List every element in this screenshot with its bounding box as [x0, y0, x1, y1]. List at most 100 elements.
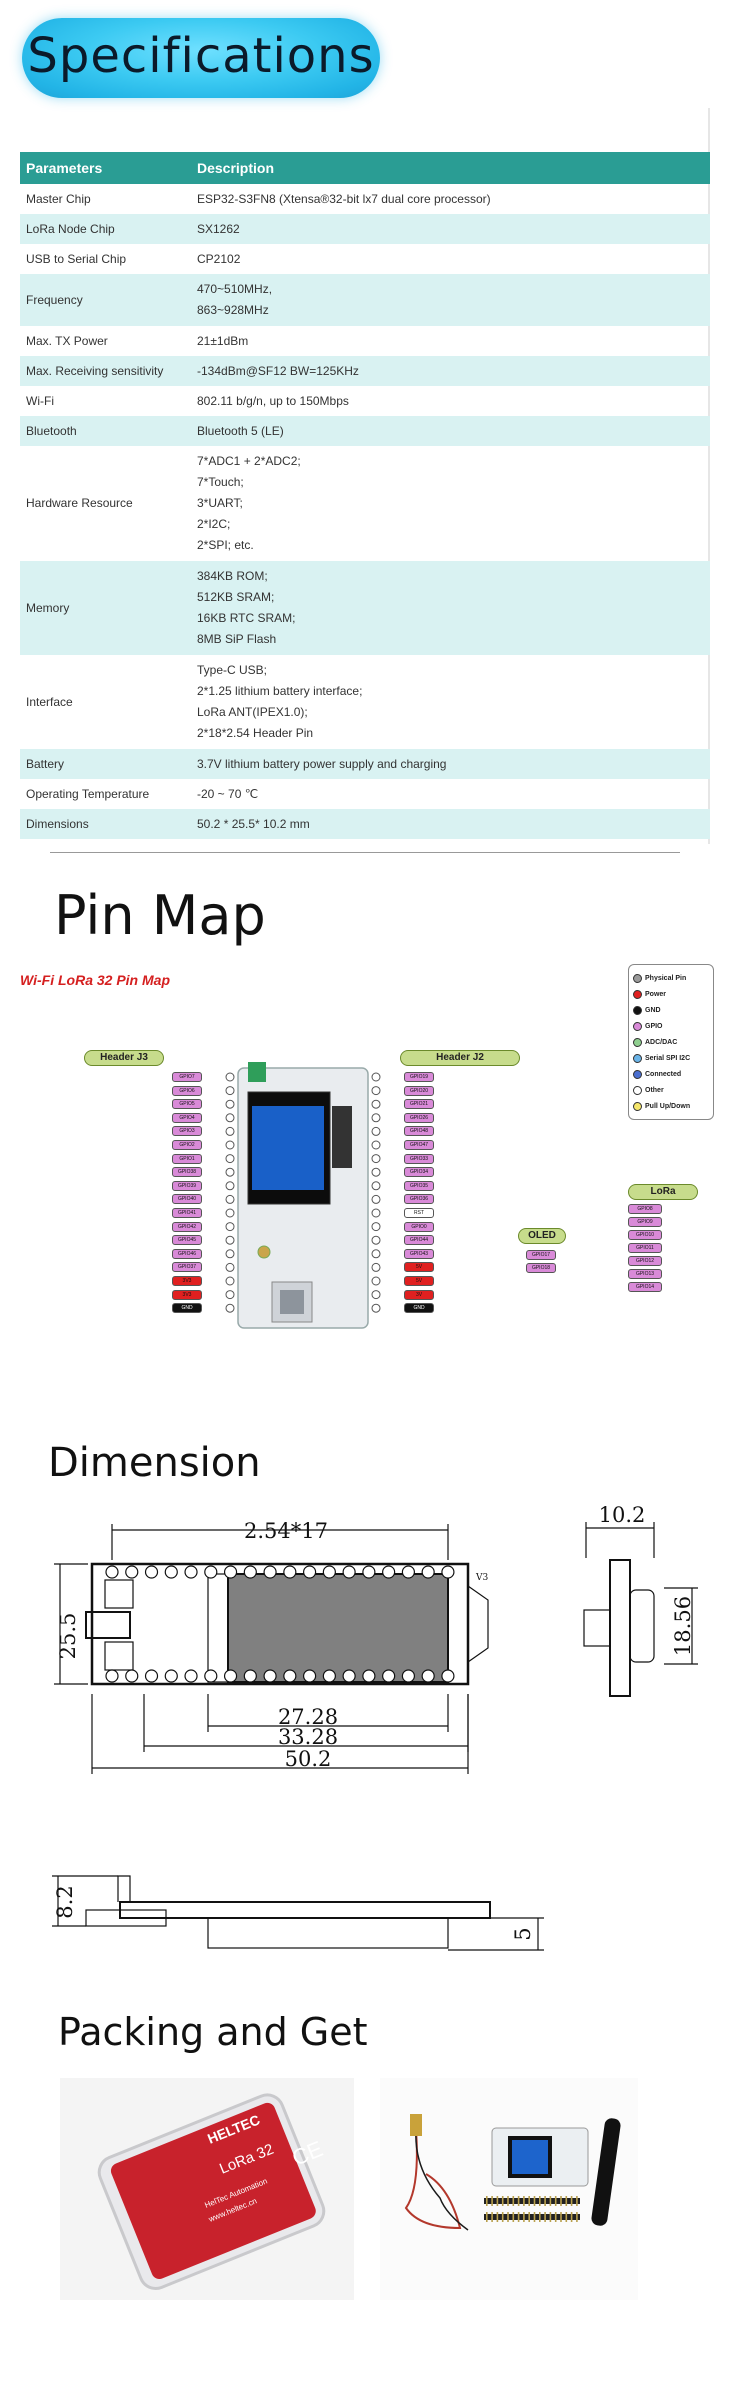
desc-line: 16KB RTC SRAM;: [197, 611, 296, 625]
j3-pin-tag: 3V3: [172, 1289, 202, 1300]
pin-hole: [225, 1154, 235, 1164]
header-j2-label: Header J2: [400, 1050, 520, 1066]
header-pin: [544, 2196, 546, 2206]
legend-label: Physical Pin: [645, 975, 687, 982]
pin-hole: [371, 1262, 381, 1272]
legend-item: Power: [633, 989, 666, 1001]
dimension-heading: Dimension: [48, 1440, 261, 1486]
pin-hole: [371, 1126, 381, 1136]
j2-pin-tag: 5V: [404, 1262, 434, 1273]
dim-pitch: 2.54*17: [244, 1519, 328, 1543]
header-pin: [517, 2196, 520, 2206]
param-cell: Master Chip: [26, 191, 91, 206]
table-row: Max. TX Power 21±1dBm: [20, 326, 710, 356]
desc-line: 384KB ROM;: [197, 569, 268, 583]
lora-pin-tag: GPIO11: [628, 1243, 662, 1253]
legend-label: GND: [645, 1007, 661, 1014]
dim-pin: [144, 1565, 159, 1579]
pin-hole: [371, 1235, 381, 1245]
dim-pin: [362, 1565, 376, 1579]
pin-hole: [225, 1249, 235, 1259]
dim-pin: [164, 1565, 178, 1579]
legend-swatch: [633, 1021, 642, 1031]
desc-line: 2*18*2.54 Header Pin: [197, 726, 314, 740]
pin-hole: [371, 1208, 381, 1218]
dim-depth: 10.2: [599, 1503, 646, 1527]
dim-pin: [144, 1669, 159, 1683]
legend-label: GPIO: [645, 1023, 663, 1030]
dim-pin: [204, 1565, 218, 1579]
j3-pin-tag: GPIO40: [172, 1194, 202, 1205]
pin-hole: [225, 1167, 235, 1177]
dim-pin: [184, 1565, 198, 1579]
j2-pin-tag: 3V: [404, 1289, 434, 1300]
dim-height: 25.5: [56, 1613, 80, 1660]
header-pin: [501, 2196, 504, 2206]
header-pin: [517, 2212, 520, 2222]
pin-hole: [225, 1086, 235, 1096]
pin-hole: [371, 1099, 381, 1109]
dim-pin: [105, 1565, 119, 1579]
header-pin: [501, 2212, 504, 2222]
desc-line: 21±1dBm: [197, 333, 249, 348]
header-pin: [512, 2196, 515, 2206]
desc-line: LoRa ANT(IPEX1.0);: [197, 705, 308, 719]
param-cell: Max. TX Power: [26, 333, 108, 348]
header-pin: [486, 2196, 488, 2206]
dim-pin: [401, 1565, 415, 1579]
specifications-banner: Specifications: [22, 18, 380, 98]
legend-swatch: [633, 1037, 642, 1047]
header-pin: [539, 2212, 541, 2222]
header-pin: [491, 2212, 493, 2222]
j3-pin-tag: GPIO37: [172, 1262, 202, 1273]
desc-cell: SX1262: [191, 214, 710, 244]
j2-pin-tag: GPIO21: [404, 1099, 434, 1110]
header-pin: [570, 2196, 573, 2206]
pin-hole: [225, 1235, 235, 1245]
legend-swatch: [633, 1085, 642, 1095]
lora-pin-tag: GPIO8: [628, 1204, 662, 1214]
desc-cell: CP2102: [191, 244, 710, 274]
j2-pin-tag: GPIO44: [404, 1235, 434, 1246]
specifications-title: Specifications: [27, 28, 375, 84]
j2-pin-tag: GPIO47: [404, 1140, 434, 1150]
pin-hole: [371, 1303, 381, 1313]
dim-pin: [303, 1669, 317, 1683]
lora-label: LoRa: [628, 1184, 698, 1200]
header-pin: [560, 2196, 562, 2206]
pin-hole: [371, 1140, 381, 1150]
pin-hole: [225, 1072, 235, 1082]
param-cell: Operating Temperature: [26, 786, 150, 801]
table-row: Max. Receiving sensitivity-134dBm@SF12 B…: [20, 356, 710, 386]
lora-pin-tag: GPIO12: [628, 1256, 662, 1266]
legend-item: ADC/DAC: [633, 1037, 677, 1049]
j3-pin-tag: GPIO42: [172, 1221, 202, 1232]
desc-line: 2*I2C;: [197, 517, 231, 531]
dim-inner-width: 27.28: [278, 1705, 338, 1729]
oled-pin-tag: GPIO17: [526, 1250, 556, 1260]
header-pin: [528, 2196, 530, 2206]
legend-label: Pull Up/Down: [645, 1103, 691, 1110]
header-parameters: Parameters: [20, 152, 191, 184]
desc-cell: -134dBm@SF12 BW=125KHz: [191, 356, 710, 386]
dim-pin: [382, 1669, 396, 1683]
header-pin: [576, 2212, 578, 2222]
dim-pin: [263, 1669, 277, 1683]
header-pin: [565, 2196, 568, 2206]
dim-pin: [342, 1669, 356, 1683]
j3-pin-tag: GPIO5: [172, 1099, 202, 1110]
pin-hole: [225, 1099, 235, 1109]
lora-pin-tag: GPIO9: [628, 1217, 662, 1227]
dim-total-width: 50.2: [285, 1747, 332, 1771]
dim-pin: [421, 1565, 435, 1579]
dim-pin: [401, 1669, 415, 1683]
box-photo: HELTEC LoRa 32 CE HelTec Automation www.…: [60, 2078, 354, 2300]
pin-hole: [371, 1276, 381, 1286]
legend-label: Power: [645, 991, 667, 998]
pin-hole: [371, 1290, 381, 1300]
j3-pin-tag: GPIO38: [172, 1167, 202, 1178]
dim-pin: [283, 1669, 297, 1683]
dim-side-height: 18.56: [671, 1596, 695, 1656]
